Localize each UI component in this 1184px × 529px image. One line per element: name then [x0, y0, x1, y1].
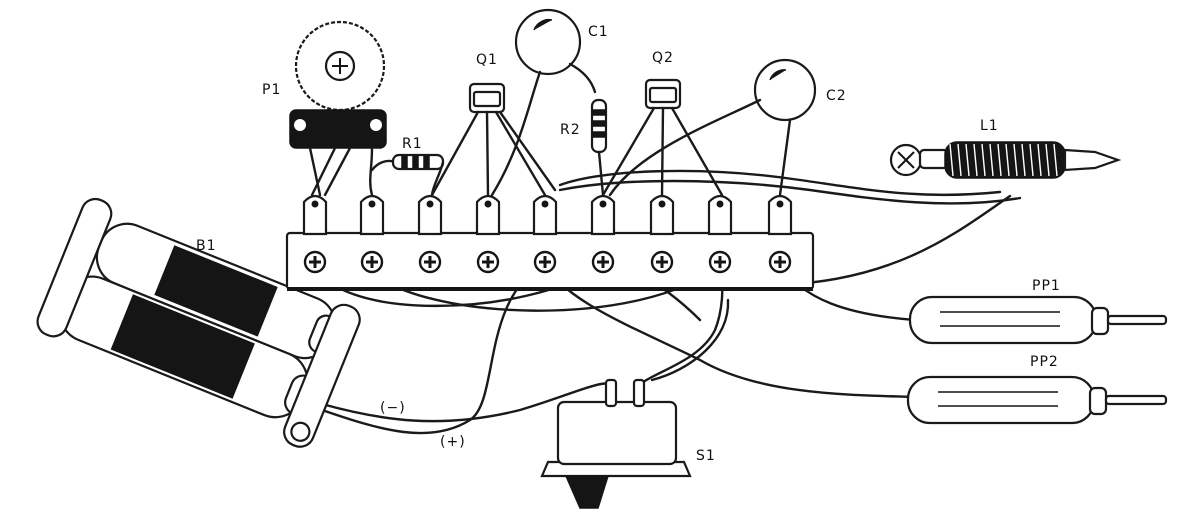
coil-turn	[1029, 143, 1034, 177]
coil-turn	[965, 143, 970, 177]
label-pp2: PP2	[1030, 354, 1059, 370]
probe-pp2	[906, 375, 1168, 425]
label-positive: (+)	[440, 434, 466, 450]
screw-slot	[309, 256, 321, 268]
lug-hole	[484, 200, 492, 208]
wire-strip-to-pp2	[543, 260, 917, 399]
coil-turn	[981, 143, 986, 177]
screw-slot	[539, 256, 551, 268]
coil-turn	[1005, 143, 1010, 177]
terminal-lug	[767, 194, 793, 236]
transistor-q2	[601, 78, 724, 197]
probe-pp1	[908, 295, 1168, 345]
coil-turn	[1053, 143, 1058, 177]
screw-slot	[482, 256, 494, 268]
lug-hole	[311, 200, 319, 208]
label-l1: L1	[980, 118, 999, 134]
wire-battery-positive	[320, 260, 548, 435]
wire-top-to-l1	[558, 169, 1002, 197]
lug-hole	[599, 200, 607, 208]
label-q2: Q2	[652, 50, 674, 66]
labels: P1 Q1 C1 Q2 C2 R1 R2 L1 B1 PP1 PP2 S1 (−…	[196, 24, 1061, 464]
resistor-r1	[370, 153, 445, 197]
capacitor-c1	[490, 8, 597, 197]
label-pp1: PP1	[1032, 278, 1061, 294]
label-s1: S1	[696, 448, 716, 464]
terminal-lug	[359, 194, 385, 236]
screw-slot	[366, 256, 378, 268]
terminal-lug	[649, 194, 675, 236]
coil-l1	[889, 141, 1122, 179]
lug-hole	[716, 200, 724, 208]
screw-slot	[656, 256, 668, 268]
coil-turn	[1037, 143, 1042, 177]
lug-hole	[541, 200, 549, 208]
wire-battery-negative	[320, 382, 614, 423]
coil-turn	[1045, 143, 1050, 177]
wire-switch-2	[650, 298, 730, 382]
terminal-lug	[532, 194, 558, 236]
coil-turn	[997, 143, 1002, 177]
resistor-r2	[590, 98, 608, 197]
coil-turn	[957, 143, 962, 177]
screw-slot	[424, 256, 436, 268]
label-p1: P1	[262, 82, 281, 98]
coil-turn	[973, 143, 978, 177]
wire-l1-to-strip	[778, 194, 1012, 287]
coil-turn	[949, 143, 954, 177]
lug-hole	[426, 200, 434, 208]
coil-turn	[1013, 143, 1018, 177]
screw-slot	[774, 256, 786, 268]
coil-turn	[1021, 143, 1026, 177]
label-b1: B1	[196, 238, 217, 254]
lug-hole	[658, 200, 666, 208]
terminal-lugs	[302, 194, 793, 274]
transistor-q1	[430, 82, 557, 197]
coil-turn	[989, 143, 994, 177]
terminal-lug	[590, 194, 616, 236]
terminal-lug	[475, 194, 501, 236]
potentiometer-p1	[289, 20, 387, 197]
screw-slot	[714, 256, 726, 268]
switch-s1	[540, 378, 692, 509]
terminal-lug	[417, 194, 443, 236]
wire-top-to-l1-b	[558, 179, 1022, 205]
label-r2: R2	[560, 122, 581, 138]
label-negative: (−)	[380, 400, 406, 416]
label-q1: Q1	[476, 52, 498, 68]
terminal-lug	[302, 194, 328, 236]
lug-hole	[368, 200, 376, 208]
screw-slot	[597, 256, 609, 268]
label-r1: R1	[402, 136, 423, 152]
lug-hole	[776, 200, 784, 208]
label-c2: C2	[826, 88, 847, 104]
capacitor-c2	[608, 58, 817, 197]
terminal-lug	[707, 194, 733, 236]
label-c1: C1	[588, 24, 609, 40]
battery-holder-b1	[36, 197, 361, 448]
